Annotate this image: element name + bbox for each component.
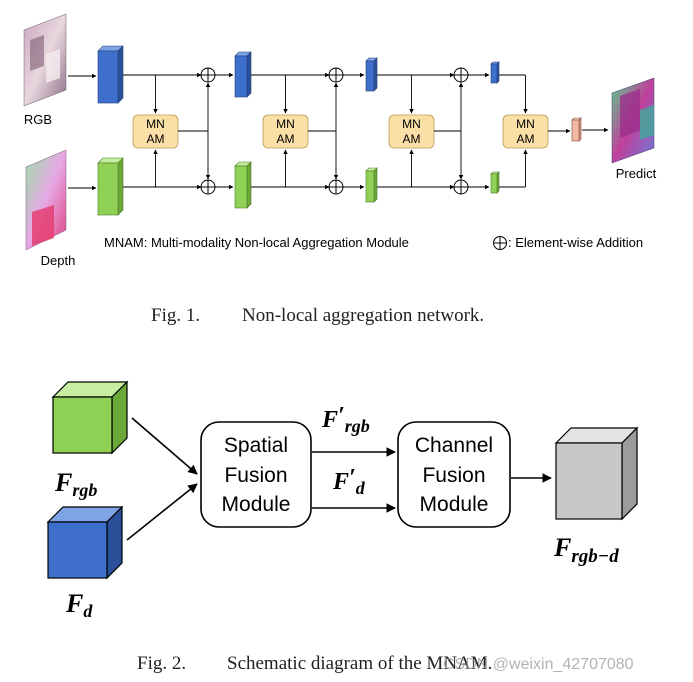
add-node-depth-2 [328, 179, 344, 195]
svg-text:Fusion: Fusion [224, 464, 287, 487]
add-node-rgb-2 [328, 67, 344, 83]
mnam-block-3: MN AM [388, 114, 435, 149]
fig1-caption-number: Fig. 1. [151, 305, 200, 326]
depth-feature-block-2 [234, 161, 252, 209]
svg-text:AM: AM [147, 132, 165, 146]
rgb-feature-block-3 [365, 57, 378, 92]
depth-input-image [25, 149, 67, 251]
svg-text:Spatial: Spatial [224, 434, 288, 457]
f-d-label: Fd [65, 589, 93, 621]
svg-text:AM: AM [277, 132, 295, 146]
mnam-block-2: MN AM [262, 114, 309, 149]
f-d-prime-label: F′d [332, 465, 366, 498]
rgb-input-image [23, 13, 67, 107]
fig1-caption-text: Non-local aggregation network. [242, 305, 484, 326]
add-node-depth-3 [453, 179, 469, 195]
svg-text:MN: MN [516, 117, 535, 131]
fused-output-block [571, 117, 582, 142]
fig2-caption-text: Schematic diagram of the MNAM. [227, 653, 492, 674]
depth-feature-block-3 [365, 167, 378, 203]
predict-label: Predict [616, 166, 657, 181]
rgb-label: RGB [24, 112, 52, 127]
fig1-network: RGB Depth [23, 13, 657, 326]
f-rgb-prime-label: F′rgb [321, 403, 370, 436]
svg-text:Module: Module [420, 493, 489, 516]
fig2-caption-number: Fig. 2. [137, 653, 186, 674]
f-rgb-d-cube [554, 426, 639, 521]
add-node-rgb-1 [200, 67, 216, 83]
channel-fusion-module: Channel Fusion Module [397, 421, 511, 528]
f-rgb-label: Frgb [54, 468, 97, 500]
f-d-cube [46, 505, 124, 580]
add-node-rgb-3 [453, 67, 469, 83]
svg-text:AM: AM [517, 132, 535, 146]
svg-text:Channel: Channel [415, 434, 493, 457]
svg-text:Fusion: Fusion [422, 464, 485, 487]
svg-text:MN: MN [276, 117, 295, 131]
svg-text:Module: Module [222, 493, 291, 516]
fig2-mnam-diagram: Frgb Fd Spatial Fusion Module F′rgb F′d … [46, 380, 639, 674]
rgb-feature-block-1 [97, 45, 124, 104]
f-rgb-cube [51, 380, 129, 455]
svg-text:MN: MN [146, 117, 165, 131]
arrow-rgb-to-sfm [131, 417, 198, 475]
rgb-feature-block-2 [234, 51, 252, 98]
spatial-fusion-module: Spatial Fusion Module [200, 421, 312, 528]
arrow-d-to-sfm [126, 483, 198, 541]
depth-label: Depth [41, 253, 76, 268]
mnam-block-4: MN AM [502, 114, 549, 149]
depth-feature-block-4 [490, 171, 500, 194]
legend-add-icon [493, 236, 507, 250]
mnam-block-1: MN AM [132, 114, 179, 149]
legend-mnam: MNAM: Multi-modality Non-local Aggregati… [104, 235, 409, 250]
svg-text:MN: MN [402, 117, 421, 131]
svg-text:AM: AM [403, 132, 421, 146]
csdn-watermark: CSDN @weixin_42707080 [443, 656, 634, 673]
fig1-connectors [68, 72, 609, 191]
depth-feature-block-1 [97, 157, 124, 216]
add-node-depth-1 [200, 179, 216, 195]
predict-output-image [611, 77, 655, 164]
rgb-feature-block-4 [490, 61, 500, 84]
f-rgb-d-label: Frgb−d [553, 533, 619, 567]
legend-add: : Element-wise Addition [508, 235, 643, 250]
